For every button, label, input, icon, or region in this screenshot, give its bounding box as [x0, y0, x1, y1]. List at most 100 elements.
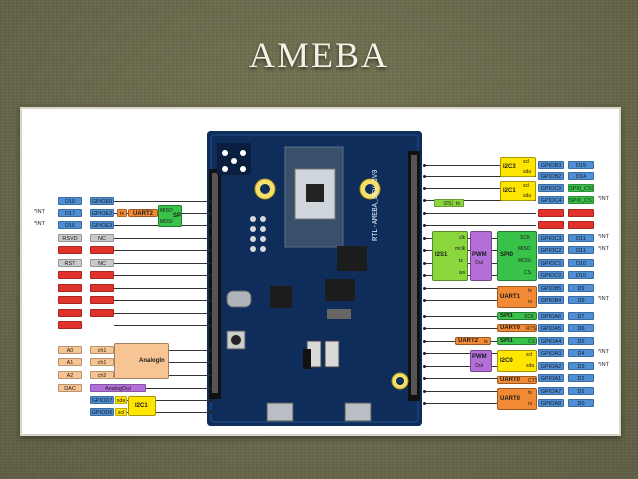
right-pin-label: D7: [568, 312, 594, 320]
pwm-block-2: PWM Out: [470, 350, 492, 372]
right-pin-label: SPI0_CS1: [568, 196, 594, 204]
analog-pin-label: A2: [58, 371, 82, 379]
left-pin-label: D16: [58, 221, 82, 229]
pin-dot: [208, 223, 212, 227]
pin-dot: [208, 211, 212, 215]
left-pin-label: RSVD: [58, 234, 82, 242]
left-pin-function: [90, 284, 114, 292]
ameba-board: RTL-AMEBA_DEV_3V0: [207, 131, 422, 426]
left-pin-label: D17: [58, 209, 82, 217]
spi1-cs-block-signal: CS: [528, 338, 535, 345]
right-pin-wire: [424, 288, 536, 289]
right-pin-function: GPIOA3: [538, 349, 564, 357]
uart2-block-right: UART2 tx: [455, 337, 491, 345]
uart2-block: UART2: [128, 209, 158, 217]
interrupt-note: *INT: [598, 362, 609, 368]
right-pin-wire: [424, 188, 536, 189]
pwm-block-1-signal: Out: [475, 260, 484, 266]
right-pin-function: GPIOB5: [538, 284, 564, 292]
right-pin-label: D10: [568, 271, 594, 279]
right-pin-function: GPIOA2: [538, 362, 564, 370]
right-pin-function: GPIOC2: [538, 246, 564, 254]
pin-dot: [208, 248, 212, 252]
right-pin-wire: [424, 176, 536, 177]
right-pin-label: SPI0_CS2: [568, 184, 594, 192]
i2s1-block-signal: mclk: [455, 246, 466, 252]
i2c-signal: scl: [115, 408, 127, 416]
right-pin-function: GPIOA6: [538, 312, 564, 320]
analogin-block-title: AnalogIn: [139, 358, 165, 364]
right-pin-wire: [424, 316, 536, 317]
pin-dot: [208, 323, 212, 327]
spi1-sck-block-signal: SCK: [524, 313, 535, 320]
left-pin-wire: [114, 288, 210, 289]
right-pin-label: D2: [568, 374, 594, 382]
pin-dot: [208, 236, 212, 240]
left-pin-wire: [114, 275, 210, 276]
right-pin-function: GPIOB4: [538, 296, 564, 304]
right-pin-function: GPIOA8: [538, 399, 564, 407]
pin-dot: [422, 314, 426, 318]
right-pin-function: GPIOC5: [538, 184, 564, 192]
left-pin-function: GPIOE5: [90, 197, 114, 205]
analog-channel: ch2: [90, 371, 114, 379]
left-pin-label: [58, 321, 82, 329]
pin-dot: [422, 376, 426, 380]
uart0-rts-block-title: UART0: [500, 325, 521, 331]
right-pin-wire: [424, 403, 536, 404]
left-pin-label: [58, 296, 82, 304]
right-pin-label: [568, 209, 594, 217]
interrupt-note: *INT: [34, 209, 45, 215]
spi1-block-left-signal: MOSI: [160, 219, 173, 225]
left-pin-function: [90, 271, 114, 279]
uart1-block-signal: tx: [528, 288, 532, 294]
dac-wire: [146, 388, 210, 389]
i2c-wire: [127, 412, 210, 413]
right-pin-function: [538, 221, 564, 229]
interrupt-note: *INT: [598, 349, 609, 355]
slide-title: AMEBA: [248, 35, 389, 75]
spi0-block-title: SPI0: [500, 252, 514, 258]
right-pin-wire: [424, 200, 536, 201]
right-pin-label: D11: [568, 234, 594, 242]
uart2-tx: tx: [117, 209, 127, 217]
left-pin-wire: [114, 263, 210, 264]
pin-dot: [422, 174, 426, 178]
right-pin-function: GPIOC1: [538, 259, 564, 267]
right-pin-label: D8: [568, 296, 594, 304]
i2c-gpio: GPIOD6: [90, 408, 114, 416]
uart0-block-title: UART0: [500, 396, 521, 402]
analog-channel: ch1: [90, 358, 114, 366]
right-pin-wire: [424, 328, 536, 329]
i2c1-block-right-signal: sda: [523, 193, 532, 199]
pwm-block-2-signal: Out: [475, 363, 484, 369]
uart2-block-right-title: UART2: [458, 338, 479, 344]
left-pin-wire: [114, 300, 210, 301]
uart0-block-signal: rx: [528, 401, 533, 407]
right-pin-label: D3: [568, 362, 594, 370]
left-pin-label: D18: [58, 197, 82, 205]
right-pin-label: D1: [568, 387, 594, 395]
uart2-block-right-signal: tx: [484, 338, 488, 345]
i2s1-tx: tx: [452, 199, 464, 207]
pin-dot: [208, 348, 212, 352]
left-pin-function: [90, 309, 114, 317]
pwm-block-2-title: PWM: [472, 354, 487, 360]
i2c1-block-right: I2C1 scl sda: [500, 181, 536, 201]
right-pin-label: D9: [568, 284, 594, 292]
pin-dot: [208, 311, 212, 315]
i2c1-block-right-title: I2C1: [503, 188, 516, 194]
pin-dot: [208, 410, 212, 414]
uart2-block-title: UART2: [133, 210, 154, 217]
pin-dot: [422, 163, 426, 167]
i2c1-block-right-signal: scl: [523, 183, 530, 189]
pin-dot: [422, 273, 426, 277]
right-pin-label: D0: [568, 399, 594, 407]
i2s1-block-signal: tx: [459, 258, 463, 264]
pin-dot: [208, 360, 212, 364]
i2c0-block-signal: scl: [526, 352, 533, 358]
i2c3-block-signal: sda: [523, 169, 532, 175]
